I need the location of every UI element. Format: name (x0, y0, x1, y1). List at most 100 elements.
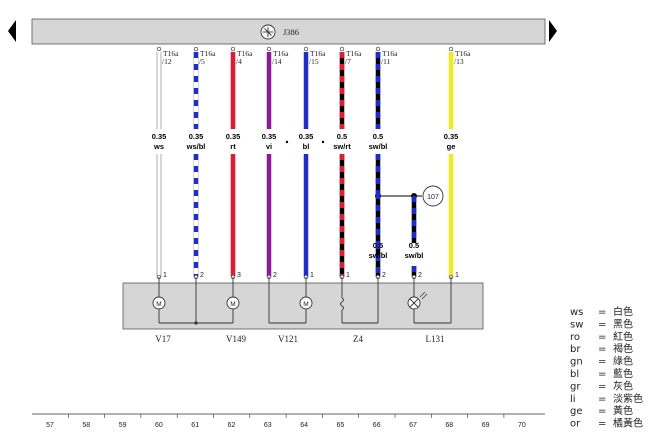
component-pin-number: 2 (418, 272, 422, 279)
legend-row: or=橘黃色 (570, 417, 643, 430)
component-label-z4: Z4 (353, 334, 363, 344)
connector-pin (375, 46, 381, 52)
wire-color-label: bl (303, 142, 310, 151)
legend-meaning: 白色 (613, 305, 633, 318)
legend-code: bl (570, 369, 579, 380)
legend-row: li = 淡紫色 (570, 392, 643, 405)
connector-pin (156, 46, 162, 52)
component-pin-number: 2 (382, 272, 386, 279)
legend-equals: = (598, 406, 606, 417)
legend-equals: = (598, 319, 606, 330)
connector-pin (230, 46, 236, 52)
legend-meaning: 綠色 (613, 355, 633, 368)
legend-row: ws=白色 (570, 305, 633, 318)
legend-code: li (570, 394, 576, 405)
component-pin-number: 1 (346, 272, 350, 279)
legend-meaning: 藍色 (613, 367, 633, 380)
connector-group-label: T16a (455, 49, 471, 58)
legend-row: sw = 黑色 (570, 317, 633, 330)
junction-dot (194, 321, 198, 325)
connector-pin-label: /13 (454, 57, 464, 66)
grid-number: 67 (409, 422, 417, 429)
scroll-left-arrow-icon[interactable] (8, 20, 16, 42)
header-ground-icon (260, 24, 276, 40)
legend-meaning: 黑色 (613, 317, 633, 330)
grid-number: 65 (337, 422, 345, 429)
legend-row: gr = 灰色 (570, 379, 633, 392)
legend-equals: = (598, 369, 606, 380)
wire-color-label: ws/bl (186, 142, 206, 151)
component-label-v121: V121 (278, 334, 298, 344)
legend-equals: = (598, 344, 606, 355)
lamp-l131-icon (407, 277, 452, 324)
wire-color-label: sw/bl (369, 142, 388, 151)
connector-pin (303, 46, 309, 52)
connector-pin (193, 46, 199, 52)
legend-meaning: 褐色 (613, 342, 633, 355)
motor-v17-icon: M (152, 277, 233, 324)
branch-gauge-label: 0.5 (409, 241, 419, 250)
wire-gauge-label: 0.5 (337, 132, 347, 141)
legend-equals: = (598, 381, 606, 392)
legend-row: br = 褐色 (570, 342, 633, 355)
legend-code: gr (570, 381, 581, 392)
legend-meaning: 橘黃色 (613, 417, 643, 430)
legend-meaning: 淡紫色 (613, 392, 643, 405)
component-pin-number: 1 (455, 272, 459, 279)
wire-color-label: ws (153, 142, 164, 151)
connector-group-label: T16a (382, 49, 398, 58)
splice-ref-label: 107 (427, 194, 439, 201)
connector-pin-label: /11 (381, 57, 391, 66)
motor-v121-icon: M (268, 277, 313, 324)
grid-number: 62 (228, 422, 236, 429)
legend-equals: = (598, 394, 606, 405)
component-pin-number: 1 (310, 272, 314, 279)
wire-color-label: sw/rt (333, 142, 351, 151)
legend-row: bl = 藍色 (570, 367, 633, 380)
legend-code: sw (570, 319, 583, 330)
splice-ref-circle (422, 185, 444, 207)
connector-pin-label: /4 (236, 57, 242, 66)
legend-equals: = (598, 332, 606, 343)
legend-meaning: 紅色 (613, 330, 633, 343)
grid-number: 58 (82, 422, 90, 429)
legend-code: gn (570, 357, 583, 368)
connector-group-label: T16a (163, 49, 179, 58)
connector-pin-label: /7 (345, 57, 351, 66)
svg-text:M: M (303, 301, 308, 308)
connector-pin (448, 46, 454, 52)
svg-text:M: M (156, 301, 161, 308)
wire-6: T16a/70.5sw/rt1 (333, 46, 362, 280)
grid-number: 64 (300, 422, 308, 429)
connector-group-label: T16a (273, 49, 289, 58)
component-label-v17: V17 (155, 334, 171, 344)
scroll-right-arrow-icon[interactable] (549, 20, 557, 42)
connector-pin-label: /5 (199, 57, 205, 66)
wire-gauge-label: 0.35 (262, 132, 277, 141)
component-pin-number: 1 (163, 272, 167, 279)
grid-number: 66 (373, 422, 381, 429)
connector-group-label: T16a (237, 49, 253, 58)
heater-z4-icon (340, 277, 379, 324)
legend-equals: = (598, 419, 606, 430)
header-label: J386 (283, 27, 299, 37)
wire-layer: T16a/120.35ws1T16a/50.35ws/bl2T16a/40.35… (152, 46, 471, 280)
component-pin-number: 2 (273, 272, 277, 279)
connector-group-label: T16a (200, 49, 216, 58)
connector-pin-label: /14 (272, 57, 282, 66)
wire-color-label: ge (447, 142, 456, 151)
component-pin-number: 3 (237, 272, 241, 279)
legend-code: br (570, 344, 581, 355)
component-label-l131: L131 (426, 334, 445, 344)
wire-gauge-label: 0.35 (189, 132, 204, 141)
legend-code: ro (570, 332, 580, 343)
legend-meaning: 灰色 (613, 379, 633, 392)
wire-7: T16a/110.5sw/bl2 (369, 46, 398, 280)
